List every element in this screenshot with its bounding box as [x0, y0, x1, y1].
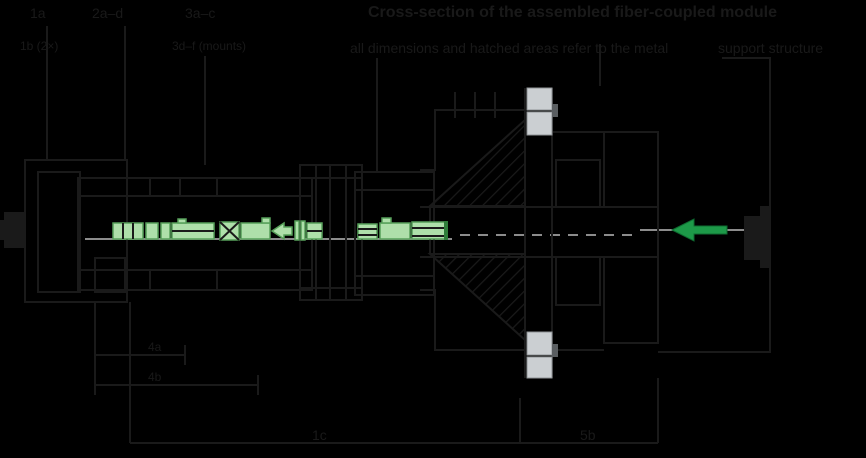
part-label-2: 2a–d [92, 5, 123, 21]
left-connector [0, 212, 24, 248]
part-label-3-sub: 3d–f (mounts) [172, 39, 246, 53]
part-label-1b: 1b (2×) [20, 39, 58, 53]
diagram-title: Cross-section of the assembled fiber-cou… [368, 4, 777, 21]
mid-coupler [299, 164, 363, 301]
clamp-ring-bottom [526, 331, 558, 379]
optical-component-chain [112, 217, 448, 241]
chain-arrow-glyph [270, 221, 293, 241]
hatched-cone-lower [427, 253, 526, 343]
diagram-subtitle-left: all dimensions and hatched areas refer t… [350, 40, 668, 56]
dim-label-bottom-right: 5b [580, 427, 596, 443]
hatched-cone-upper [427, 117, 526, 207]
leader-lines [46, 26, 601, 172]
dim-label-upper: 4a [148, 340, 162, 354]
right-connector [744, 206, 770, 268]
clamp-ring-top [526, 87, 558, 136]
diagram-subtitle-right: support structure [718, 40, 823, 56]
dim-label-bottom-left: 1c [312, 427, 327, 443]
dimension-lines [94, 302, 659, 444]
input-direction-arrow [670, 218, 728, 242]
main-barrel [77, 177, 313, 291]
right-outline-bracket [658, 57, 771, 353]
dim-label-lower: 4b [148, 370, 162, 384]
right-assembly [420, 88, 659, 378]
left-housing-assembly [24, 159, 128, 303]
part-label-1a: 1a [30, 5, 46, 21]
part-label-3: 3a–c [185, 5, 215, 21]
